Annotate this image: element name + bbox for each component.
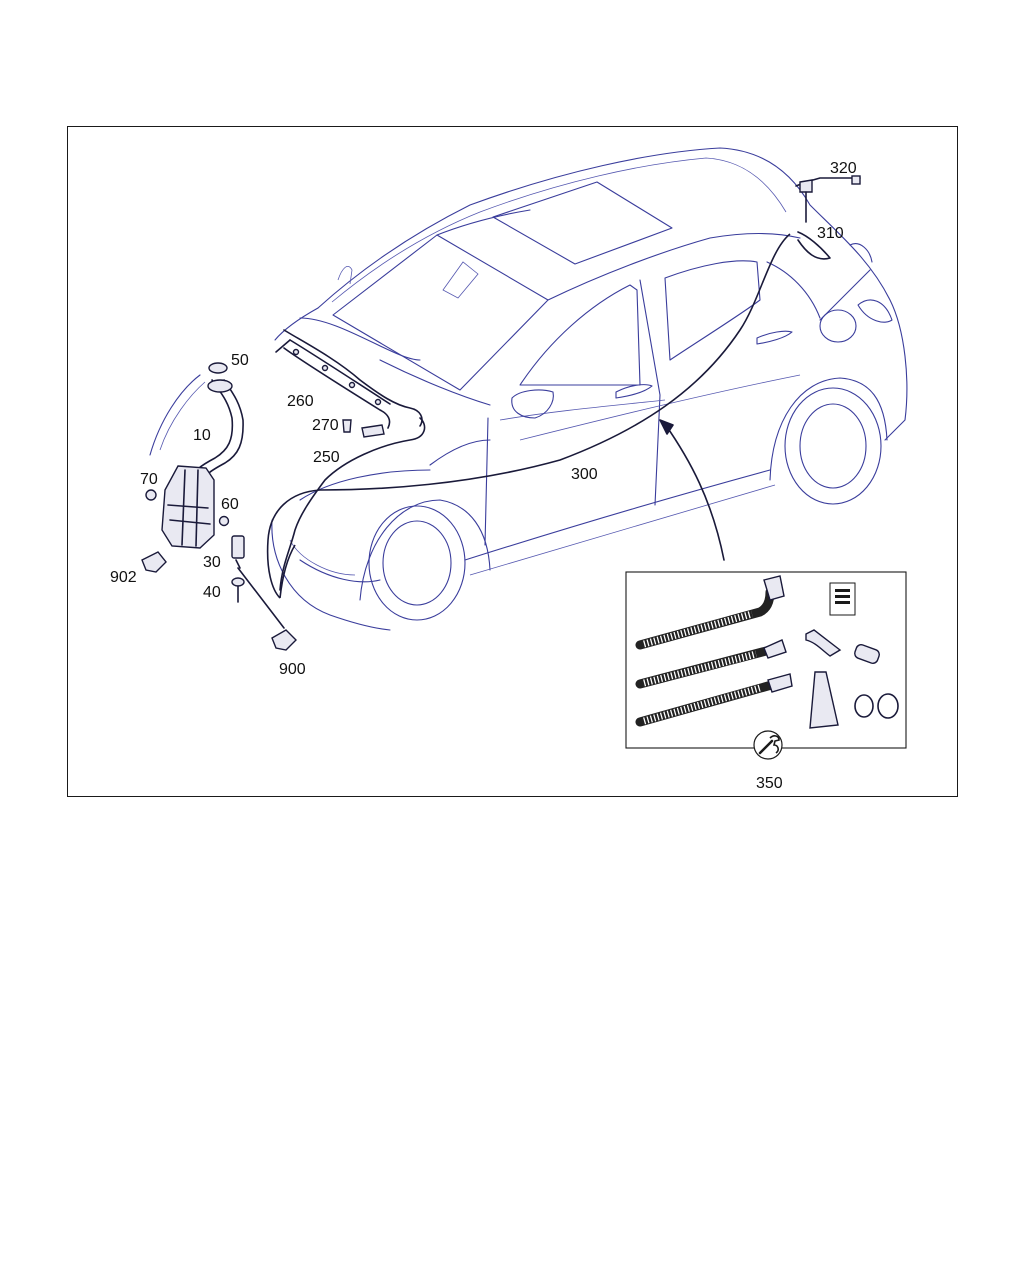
callout-270: 270 [312, 417, 339, 434]
kit-arrow [664, 423, 725, 561]
kit-instruction-sheet [829, 582, 856, 616]
kit-o-ring-1 [854, 694, 874, 718]
kit-funnel [809, 671, 839, 729]
callout-900: 900 [279, 661, 306, 678]
connector-902 [141, 551, 167, 573]
callout-labels: 320 310 50 260 270 10 250 300 70 60 30 9… [110, 160, 857, 792]
callout-40: 40 [203, 584, 221, 601]
callout-350: 350 [756, 775, 783, 792]
clip-270 [342, 419, 385, 438]
repair-kit-box [625, 571, 907, 749]
callout-70: 70 [140, 471, 158, 488]
connector-900 [237, 567, 297, 651]
kit-o-ring-2 [877, 693, 899, 719]
wrench-icon [753, 730, 783, 760]
grommet-40 [231, 577, 245, 603]
kit-sleeve [854, 644, 880, 664]
cap-70 [145, 489, 157, 501]
rear-nozzle-310 [797, 231, 831, 260]
callout-60: 60 [221, 496, 239, 513]
callout-902: 902 [110, 569, 137, 586]
callout-250: 250 [313, 449, 340, 466]
callout-50: 50 [231, 352, 249, 369]
pump-30 [231, 535, 245, 569]
vehicle-outline [149, 147, 908, 631]
kit-hose-1 [635, 575, 785, 650]
washer-reservoir [161, 465, 215, 549]
callout-30: 30 [203, 554, 221, 571]
rear-wiper-arm-320 [795, 175, 861, 223]
callout-10: 10 [193, 427, 211, 444]
seal-60 [218, 515, 230, 527]
hose-250 [279, 417, 426, 591]
callout-260: 260 [287, 393, 314, 410]
callout-310: 310 [817, 225, 844, 242]
kit-hose-2 [635, 639, 787, 689]
washer-hose-300 [266, 233, 791, 599]
callout-300: 300 [571, 466, 598, 483]
wiper-linkage-260 [275, 329, 423, 429]
kit-clip [805, 629, 842, 657]
filler-cap-50 [207, 362, 233, 393]
kit-hose-3 [635, 673, 793, 727]
callout-320: 320 [830, 160, 857, 177]
